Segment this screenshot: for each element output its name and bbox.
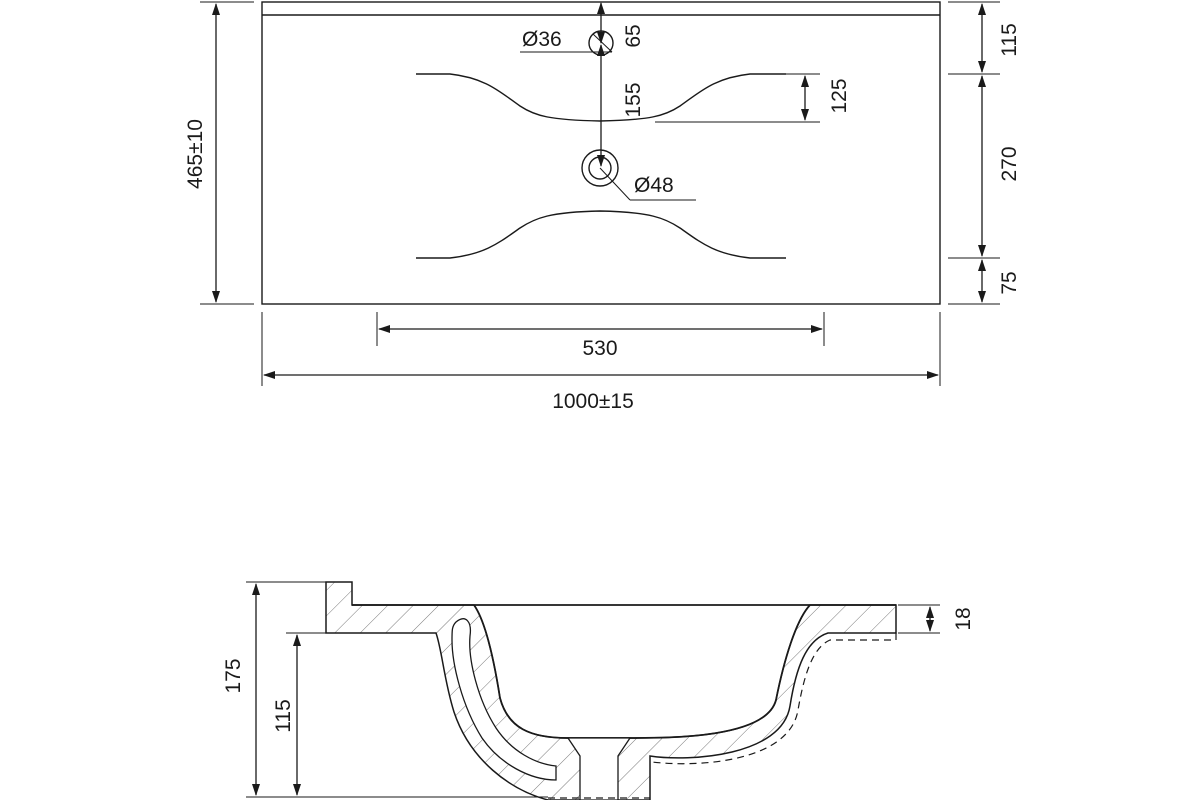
section-view: 18 175 115 (222, 581, 975, 800)
drain-cut (566, 737, 632, 800)
drain-leader-diag (599, 167, 631, 201)
bowl-rim-depth-label: 125 (828, 78, 851, 113)
front-margin-label: 75 (998, 271, 1021, 294)
overall-width-label: 1000±15 (552, 390, 634, 413)
overflow-channel (451, 618, 557, 781)
bowl-inner-surface (473, 604, 811, 739)
bowl-lower-contour (416, 210, 786, 259)
drain-diameter-label: Ø48 (634, 174, 674, 197)
underside-dashed-line (651, 633, 897, 765)
overall-depth-label: 465±10 (184, 119, 207, 189)
tap-hole-diameter-label: Ø36 (522, 28, 562, 51)
total-height-label: 175 (222, 658, 245, 693)
tap-hole-leader-diag (592, 33, 613, 53)
bowl-width-label: 530 (582, 337, 617, 360)
tap-to-drain-label: 155 (622, 82, 645, 117)
inner-height-label: 115 (272, 699, 295, 732)
back-margin-label: 115 (998, 23, 1021, 56)
top-view: Ø36 65 155 Ø48 125 115 270 75 465±10 (184, 1, 1021, 413)
bowl-depth-label: 270 (998, 146, 1021, 181)
slab-thickness-label: 18 (952, 607, 975, 630)
tap-hole-offset-label: 65 (622, 24, 645, 47)
